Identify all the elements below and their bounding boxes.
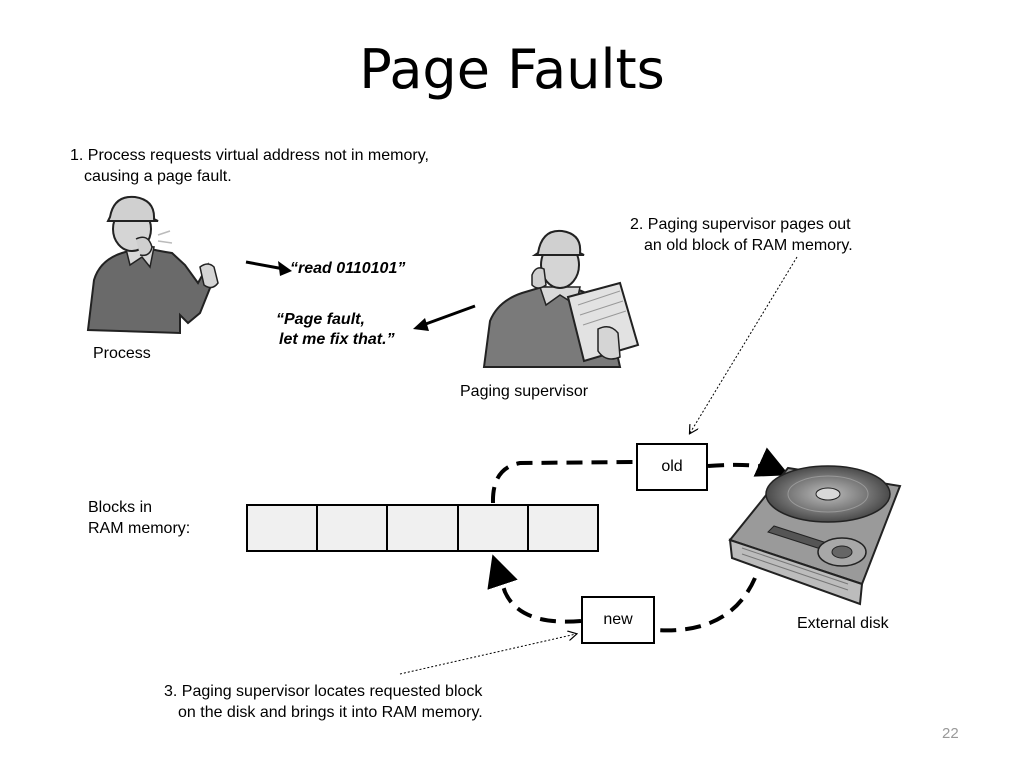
- ram-blocks: [246, 504, 599, 552]
- reply-quote-line2: let me fix that.”: [279, 331, 395, 348]
- step3-text: 3. Paging supervisor locates requested b…: [164, 681, 483, 723]
- step2-pointer-line: [690, 256, 798, 433]
- old-block: old: [636, 443, 708, 491]
- request-arrow: [245, 260, 292, 276]
- page-number: 22: [942, 725, 959, 742]
- supervisor-label: Paging supervisor: [460, 383, 589, 400]
- ram-block-cell: [459, 506, 529, 550]
- reply-quote-line1: “Page fault,: [276, 311, 365, 328]
- new-block: new: [581, 596, 655, 644]
- process-worker-image: [86, 195, 219, 335]
- step2-line1: 2. Paging supervisor pages out: [630, 216, 851, 233]
- step3-pointer-line: [399, 634, 576, 675]
- ram-label-line1: Blocks in: [88, 499, 153, 516]
- ram-to-old-path: [490, 460, 637, 504]
- reply-arrow: [413, 304, 476, 331]
- step3-line2: on the disk and brings it into RAM memor…: [178, 704, 483, 721]
- reply-quote: “Page fault, let me fix that.”: [276, 310, 395, 350]
- step1-text: 1. Process requests virtual address not …: [70, 145, 429, 187]
- old-to-disk-path: [707, 447, 790, 477]
- step2-line2: an old block of RAM memory.: [644, 237, 853, 254]
- external-disk-image: [728, 465, 902, 606]
- request-quote: “read 0110101”: [290, 260, 406, 277]
- ram-block-cell: [318, 506, 389, 550]
- ram-block-cell: [529, 506, 597, 550]
- ram-block-cell: [248, 506, 319, 550]
- disk-label: External disk: [797, 615, 889, 632]
- ram-label: Blocks in RAM memory:: [88, 497, 190, 539]
- page-title: Page Faults: [359, 38, 665, 101]
- paging-supervisor-image: [482, 229, 640, 368]
- process-label: Process: [93, 345, 151, 362]
- step1-line2: causing a page fault.: [84, 168, 232, 185]
- step1-line1: 1. Process requests virtual address not …: [70, 147, 429, 164]
- disk-to-new-path: [654, 577, 757, 633]
- ram-label-line2: RAM memory:: [88, 520, 191, 537]
- ram-block-cell: [388, 506, 459, 550]
- step2-text: 2. Paging supervisor pages out an old bl…: [630, 214, 853, 256]
- new-to-ram-path: [487, 554, 582, 624]
- step3-line1: 3. Paging supervisor locates requested b…: [164, 683, 483, 700]
